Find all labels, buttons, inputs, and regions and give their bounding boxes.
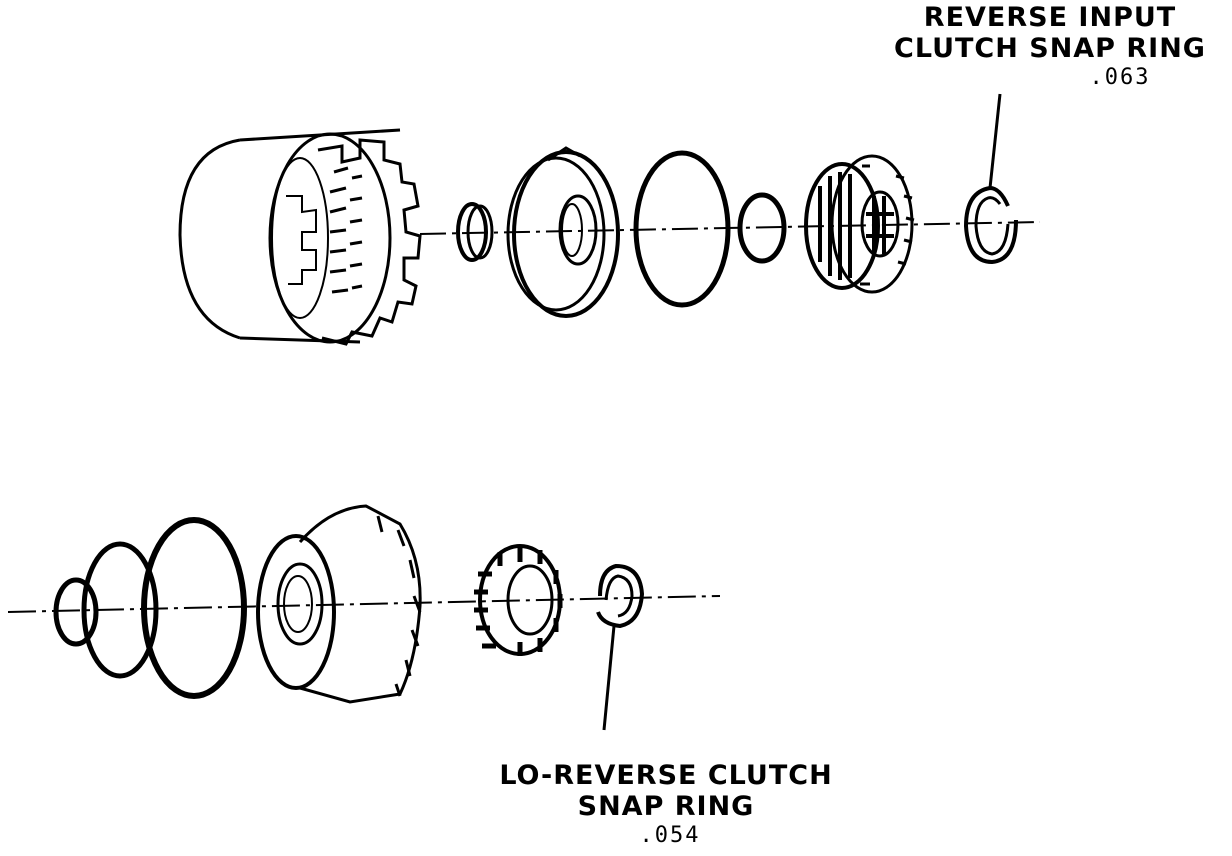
lo-reverse-leader-line (602, 625, 616, 731)
lo-reverse-label-line1: LO-REVERSE CLUTCH (499, 760, 833, 791)
lower-medium-seal-ring (81, 541, 159, 679)
reverse-input-snap-ring (963, 185, 1018, 265)
upper-assembly (178, 93, 1041, 346)
large-seal-ring (633, 150, 731, 308)
lo-reverse-snap-ring-callout: LO-REVERSE CLUTCH SNAP RING .054 (482, 760, 850, 850)
reverse-input-snap-ring-callout: REVERSE INPUT CLUTCH SNAP RING .063 (878, 2, 1222, 92)
reverse-input-label-line2: CLUTCH SNAP RING (894, 33, 1206, 64)
medium-seal-ring (737, 192, 787, 264)
spring-retainer-assembly (804, 154, 915, 294)
lo-reverse-piston-housing (256, 504, 422, 704)
lower-spring-retainer (474, 544, 563, 656)
reverse-input-leader-line (988, 93, 1002, 189)
lower-large-seal-ring (141, 517, 247, 699)
lo-reverse-snap-ring (596, 563, 645, 629)
clutch-piston (506, 146, 620, 318)
lower-small-seal-ring (53, 577, 99, 647)
reverse-input-clutch-drum (178, 128, 422, 346)
lo-reverse-thickness-value: .054 (639, 823, 701, 848)
reverse-input-thickness-value: .063 (1089, 65, 1151, 90)
lo-reverse-label-line2: SNAP RING (577, 791, 755, 822)
small-seal-ring (456, 202, 494, 262)
lower-assembly (7, 504, 721, 731)
lower-centerline (7, 595, 721, 613)
reverse-input-label-line1: REVERSE INPUT (923, 2, 1177, 33)
